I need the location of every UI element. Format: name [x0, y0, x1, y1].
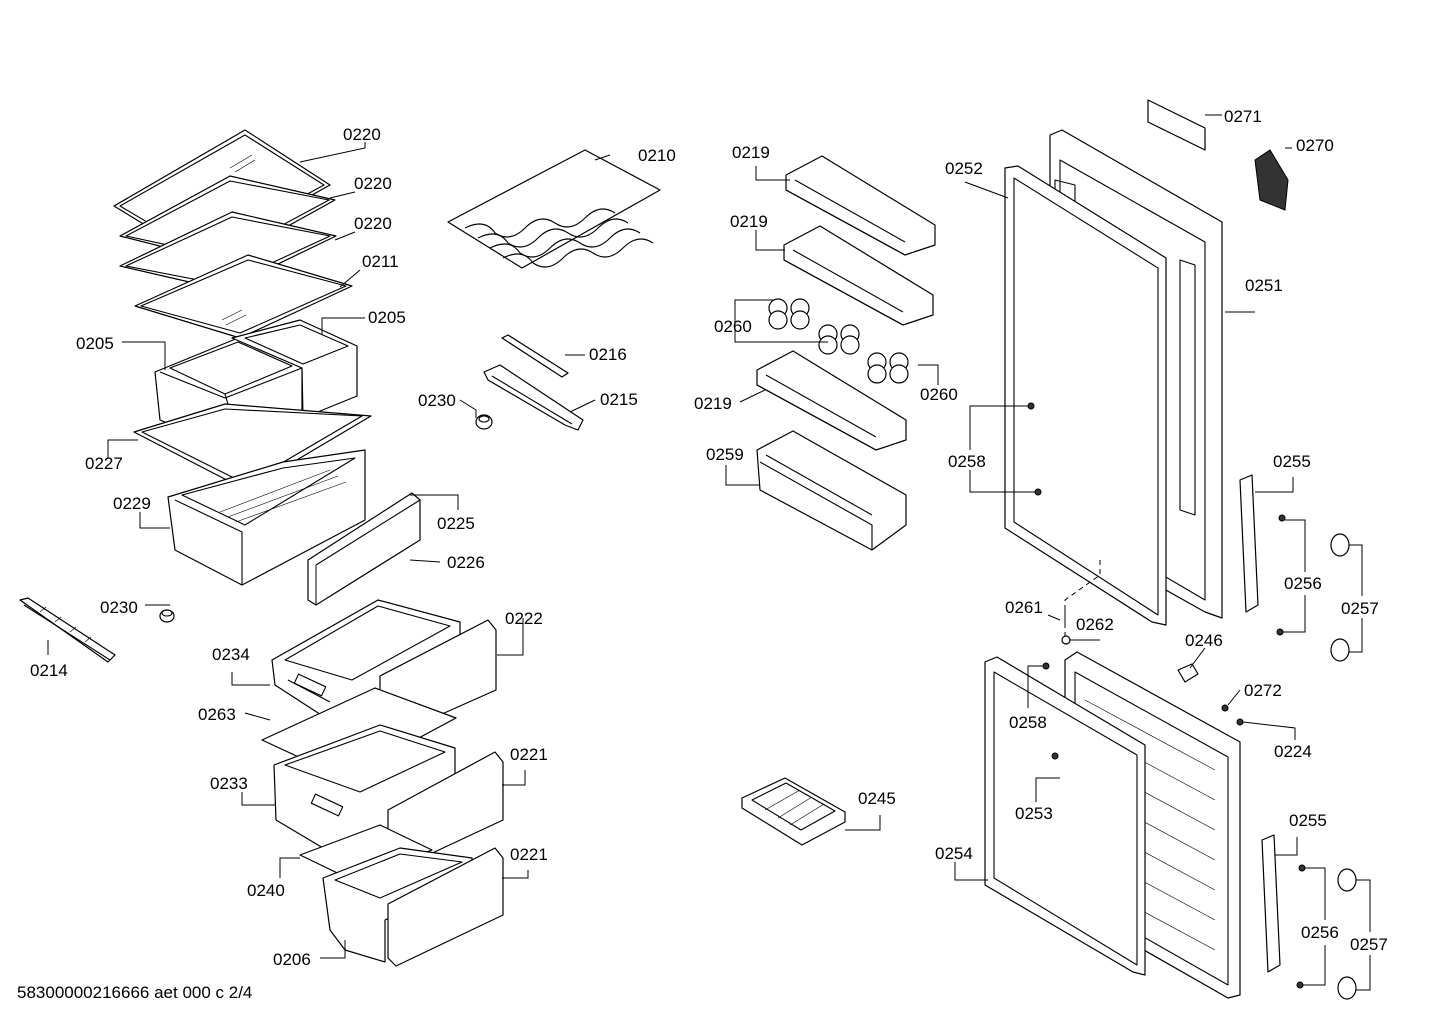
label-0270: 0270: [1296, 136, 1334, 155]
door-handle-lower: [1261, 834, 1281, 973]
label-0253: 0253: [1015, 804, 1053, 823]
door-shelf-2: [783, 225, 934, 326]
label-0252: 0252: [945, 159, 983, 178]
label-0233: 0233: [210, 774, 248, 793]
label-0257-upper: 0257: [1341, 599, 1379, 618]
hinge-cover: [1254, 149, 1289, 211]
freezer-bottom-plate: [299, 824, 433, 881]
label-0245: 0245: [858, 789, 896, 808]
door-shelf-1: [785, 155, 936, 256]
holder-strip: [501, 334, 569, 378]
ice-cube-tray: [741, 777, 846, 846]
label-0220-third: 0220: [354, 214, 392, 233]
label-0254: 0254: [935, 844, 973, 863]
document-code: 58300000216666 aet 000 c 2/4: [17, 983, 252, 1002]
label-0226: 0226: [447, 553, 485, 572]
label-0210: 0210: [638, 146, 676, 165]
knob-middle: [475, 414, 493, 430]
label-0256-lower: 0256: [1301, 923, 1339, 942]
bottle-holder-bracket: [483, 364, 584, 431]
label-0205-right: 0205: [368, 308, 406, 327]
label-0257-lower: 0257: [1350, 935, 1388, 954]
cap-0257-lower-1: [1337, 868, 1357, 892]
cap-0257-upper-2: [1330, 638, 1350, 662]
large-vegetable-drawer: [167, 449, 366, 586]
freezer-door-gasket: [984, 656, 1146, 976]
label-0258-upper: 0258: [948, 452, 986, 471]
label-0255-upper: 0255: [1273, 452, 1311, 471]
crisper-cover-plate: [133, 403, 372, 491]
label-0240: 0240: [247, 881, 285, 900]
screw-0258-upper-2: [1034, 488, 1042, 496]
screw-0256-lower-1: [1298, 864, 1306, 872]
hinge-pin: [1061, 610, 1071, 645]
screw-0272: [1221, 704, 1229, 712]
label-0225: 0225: [437, 514, 475, 533]
egg-tray-3: [867, 352, 909, 384]
guide-rail: [19, 597, 116, 663]
door-shelf-large: [756, 430, 907, 551]
leader-lines: [47, 114, 1371, 991]
cap-0257-lower-2: [1337, 976, 1357, 1000]
label-0219-second: 0219: [730, 212, 768, 231]
freezer-drawer-middle: [273, 724, 504, 871]
label-0222: 0222: [505, 609, 543, 628]
label-0234: 0234: [212, 645, 250, 664]
egg-tray-1: [768, 298, 810, 330]
label-0258-lower: 0258: [1009, 713, 1047, 732]
label-0259: 0259: [706, 445, 744, 464]
egg-tray-2: [818, 324, 860, 355]
label-0246: 0246: [1185, 631, 1223, 650]
label-0215: 0215: [600, 390, 638, 409]
fruit-bin-right: [231, 319, 358, 419]
label-0205-left: 0205: [76, 334, 114, 353]
label-0261: 0261: [1005, 598, 1043, 617]
part-labels: 0220 0220 0220 0211 0205 0205 0227 0229 …: [30, 107, 1388, 969]
label-0260-right: 0260: [920, 385, 958, 404]
screw-0258-upper-1: [1027, 402, 1035, 410]
label-0224: 0224: [1274, 742, 1312, 761]
assembly-line: [1064, 560, 1101, 640]
freezer-drawer-bottom: [322, 847, 504, 967]
door-handle-upper: [1239, 474, 1259, 613]
label-0251: 0251: [1245, 276, 1283, 295]
drawer-front-panel: [307, 492, 421, 606]
door-shelf-3: [756, 350, 907, 451]
screw-0224: [1236, 718, 1244, 726]
screw-0258-lower-2: [1051, 752, 1059, 760]
label-0216: 0216: [589, 345, 627, 364]
screw-0256-upper-2: [1276, 628, 1284, 636]
label-0255-lower: 0255: [1289, 811, 1327, 830]
fridge-door-gasket: [1004, 165, 1167, 626]
knob-left: [159, 609, 175, 623]
label-0219-third: 0219: [694, 394, 732, 413]
label-0221-lower: 0221: [510, 845, 548, 864]
label-0229: 0229: [113, 494, 151, 513]
screw-0258-lower-1: [1042, 662, 1050, 670]
label-0260-left: 0260: [714, 317, 752, 336]
label-0271: 0271: [1224, 107, 1262, 126]
label-0214: 0214: [30, 661, 68, 680]
screw-0256-lower-2: [1296, 981, 1304, 989]
hinge-part-0246: [1177, 663, 1199, 683]
cap-0257-upper-1: [1330, 533, 1350, 557]
label-0256-upper: 0256: [1284, 574, 1322, 593]
label-0220-top: 0220: [343, 125, 381, 144]
label-0220-second: 0220: [354, 174, 392, 193]
label-0221-upper: 0221: [510, 745, 548, 764]
bottle-rack: [447, 149, 661, 269]
label-0230-middle: 0230: [418, 391, 456, 410]
rating-label: [1147, 99, 1206, 151]
label-0263: 0263: [198, 705, 236, 724]
label-0230-left: 0230: [100, 598, 138, 617]
screw-0256-upper-1: [1278, 514, 1286, 522]
label-0227: 0227: [85, 454, 123, 473]
glass-shelf-fourth: [134, 254, 353, 339]
label-0211: 0211: [362, 252, 399, 271]
label-0272: 0272: [1244, 681, 1282, 700]
label-0206: 0206: [273, 950, 311, 969]
label-0262: 0262: [1076, 615, 1114, 634]
label-0219-first: 0219: [732, 143, 770, 162]
